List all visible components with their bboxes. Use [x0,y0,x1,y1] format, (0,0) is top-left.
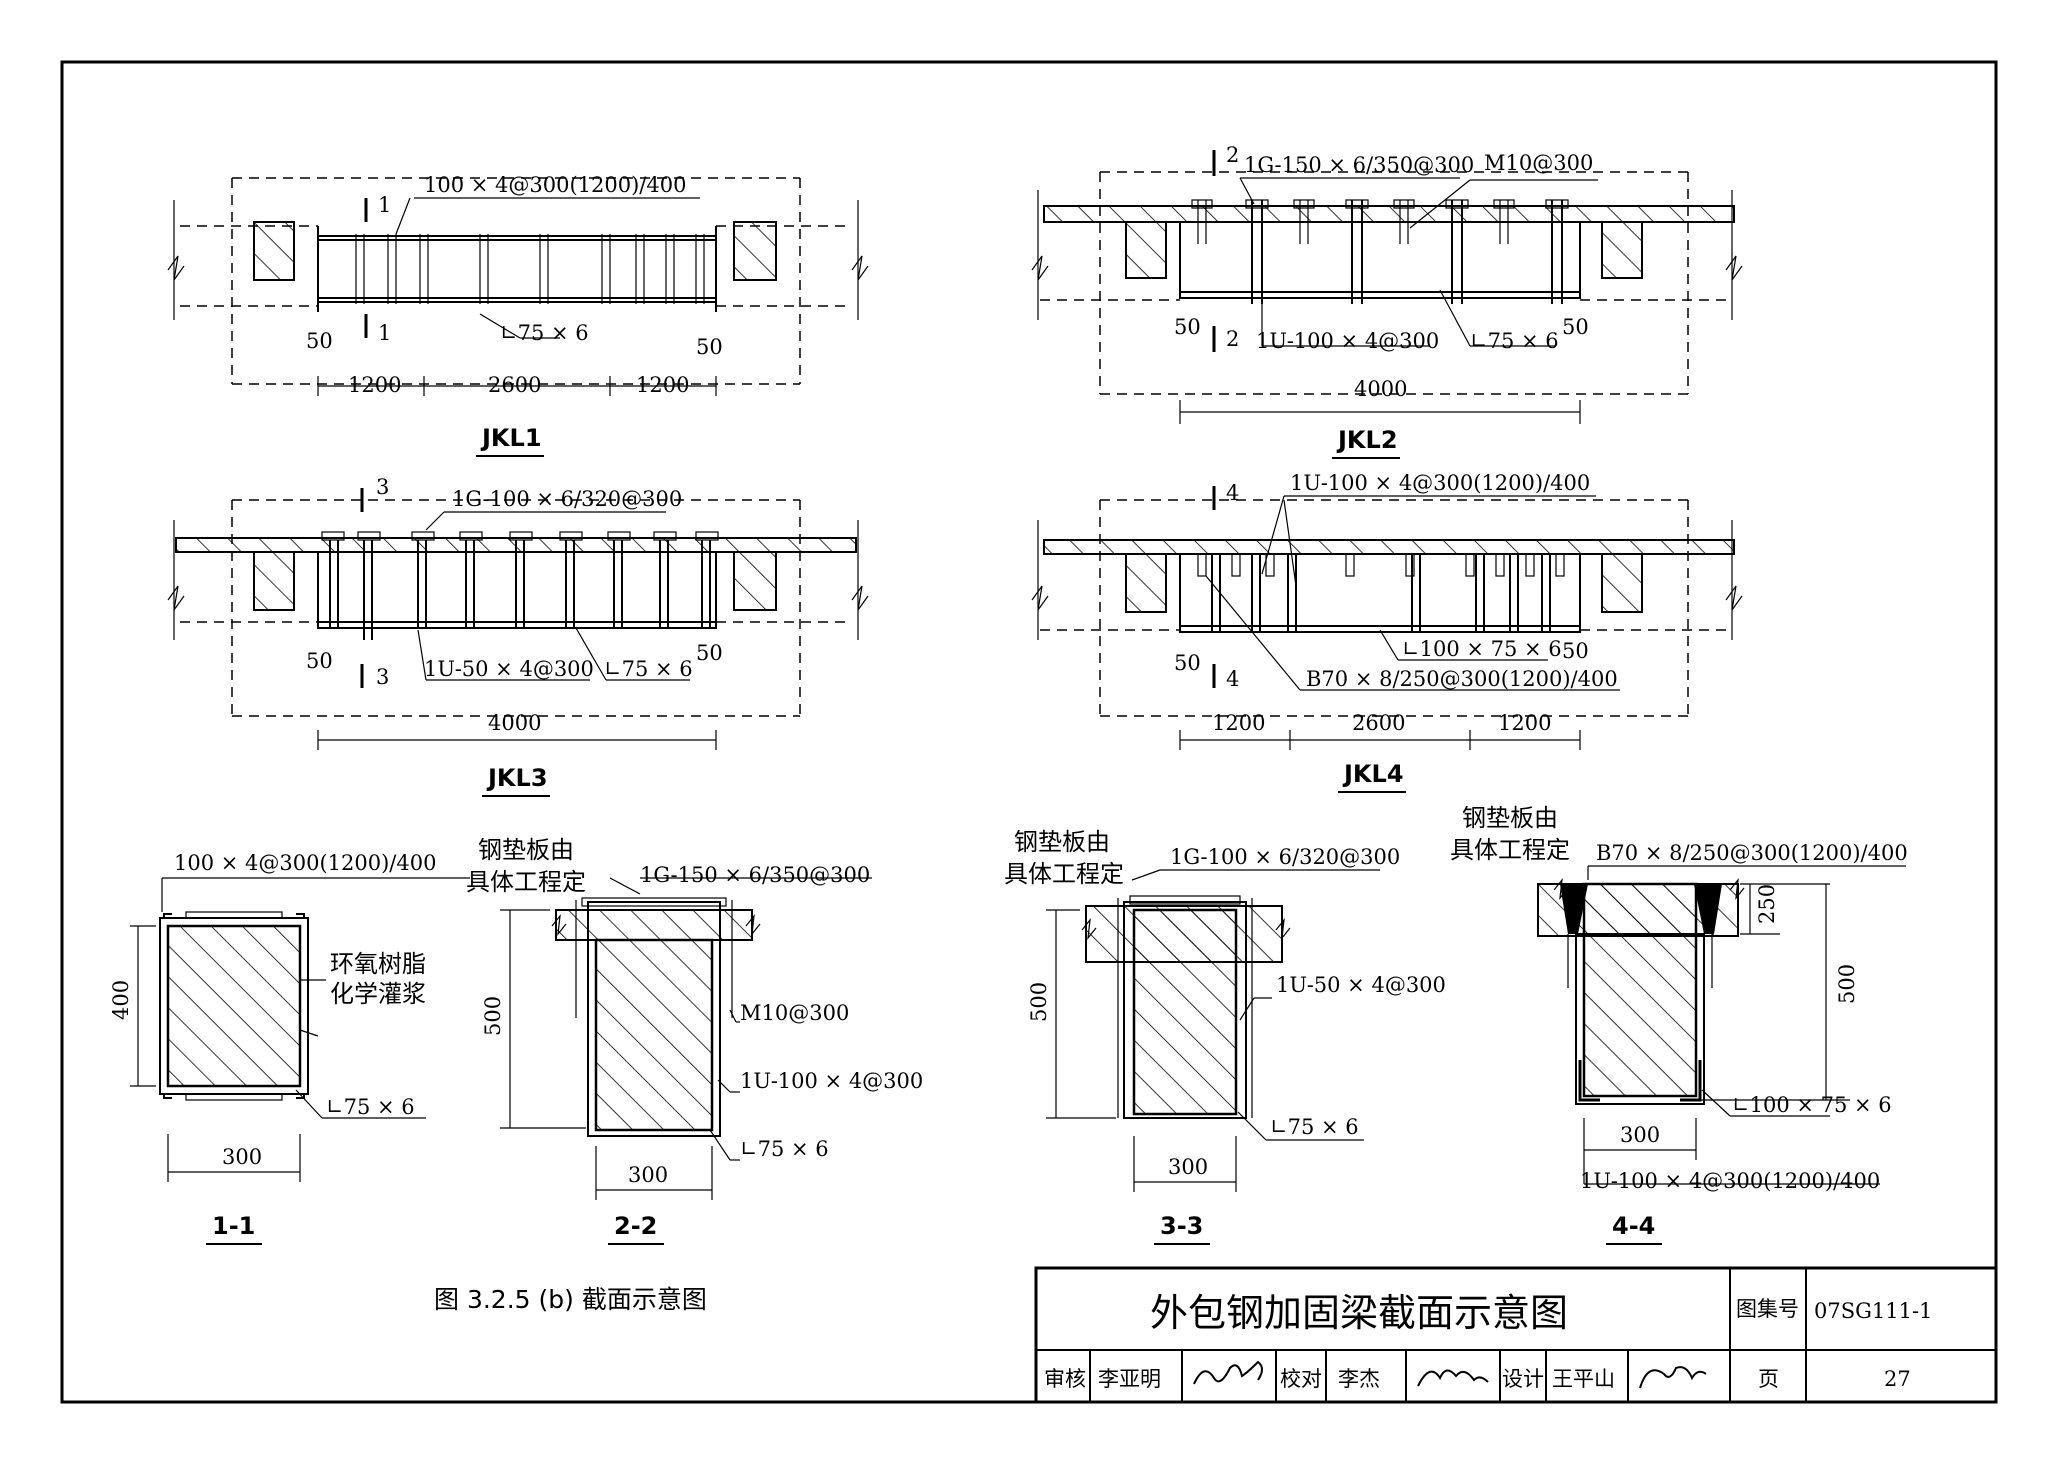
jkl3-edge-left: 50 [306,649,333,673]
jkl2-edge-left: 50 [1174,315,1201,339]
atlas-label: 图集号 [1736,1297,1799,1321]
jkl1-elevation [167,177,869,396]
sec33-pad-line1: 钢垫板由 [1014,828,1110,856]
jkl3-u-label: 1U-50 × 4@300 [424,657,594,681]
section-1-1 [130,877,470,1182]
sec22-width: 300 [628,1163,668,1187]
jkl3-angle-label: ∟75 × 6 [604,657,693,681]
jkl1-dim-1: 1200 [348,373,401,397]
jkl4-elevation [1031,486,1743,750]
sec22-title: 2-2 [614,1212,657,1240]
sec11-width: 300 [222,1145,262,1169]
jkl4-u-label: 1U-100 × 4@300(1200)/400 [1290,471,1590,495]
sec44-pad-line1: 钢垫板由 [1462,804,1558,832]
jkl2-u-label: 1U-100 × 4@300 [1256,329,1439,353]
sec33-width: 300 [1168,1155,1208,1179]
jkl3-edge-right: 50 [696,641,723,665]
sec22-pad-line1: 钢垫板由 [478,836,574,864]
page-number: 27 [1884,1367,1911,1391]
jkl3-title: JKL3 [486,764,548,792]
design-label: 设计 [1502,1367,1544,1391]
jkl1-title: JKL1 [480,424,542,452]
jkl1-angle-label: ∟75 × 6 [500,321,589,345]
sec22-hoop-label: 1G-150 × 6/350@300 [640,863,870,887]
jkl4-plate-label: B70 × 8/250@300(1200)/400 [1306,667,1618,691]
jkl4-title: JKL4 [1342,760,1404,788]
jkl4-section-mark-top: 4 [1226,481,1239,505]
jkl4-section-mark-bottom: 4 [1226,667,1239,691]
sec33-angle-label: ∟75 × 6 [1270,1115,1359,1139]
sec44-pad-line2: 具体工程定 [1450,836,1570,864]
jkl4-angle-label: ∟100 × 75 × 6 [1402,637,1562,661]
jkl1-dim-3: 1200 [636,373,689,397]
jkl4-dim-3: 1200 [1498,711,1551,735]
sec22-bolt-label: M10@300 [740,1001,849,1025]
sec11-epoxy-line2: 化学灌浆 [330,980,426,1008]
page-label: 页 [1758,1367,1779,1391]
sec33-u-label: 1U-50 × 4@300 [1276,973,1446,997]
jkl3-elevation [167,488,869,750]
checker-name: 李杰 [1338,1367,1380,1391]
jkl1-edge-left: 50 [306,329,333,353]
sec11-height: 400 [109,980,133,1020]
jkl4-dim-2: 2600 [1352,711,1405,735]
sec22-angle-label: ∟75 × 6 [740,1137,829,1161]
jkl1-hoop-label: 100 × 4@300(1200)/400 [424,173,686,197]
jkl2-title: JKL2 [1336,426,1398,454]
jkl2-hoop-label: 1G-150 × 6/350@300 [1244,153,1474,177]
section-3-3 [1046,869,1380,1192]
jkl2-span: 4000 [1354,377,1407,401]
jkl3-span: 4000 [488,711,541,735]
jkl4-edge-left: 50 [1174,651,1201,675]
sec11-hoop-label: 100 × 4@300(1200)/400 [174,851,436,875]
jkl1-section-mark-bottom: 1 [378,321,391,345]
sec33-title: 3-3 [1160,1212,1203,1240]
title-block [1034,1266,1998,1404]
jkl2-edge-right: 50 [1562,315,1589,339]
sec22-pad-line2: 具体工程定 [466,868,586,896]
section-4-4 [1537,865,1906,1185]
jkl4-edge-right: 50 [1562,639,1589,663]
sec44-width: 300 [1620,1123,1660,1147]
sec22-u-label: 1U-100 × 4@300 [740,1069,923,1093]
jkl2-bolt-label: M10@300 [1484,151,1593,175]
jkl1-section-mark-top: 1 [378,193,391,217]
jkl3-section-mark-top: 3 [376,475,389,499]
drawing-title: 外包钢加固梁截面示意图 [1150,1291,1568,1335]
jkl3-section-mark-bottom: 3 [376,665,389,689]
sec44-u-label: 1U-100 × 4@300(1200)/400 [1580,1169,1880,1193]
sec11-title: 1-1 [212,1212,255,1240]
jkl2-elevation [1031,150,1743,424]
atlas-number: 07SG111-1 [1814,1299,1932,1323]
check-label: 校对 [1280,1367,1322,1391]
sec44-height: 500 [1835,964,1859,1004]
jkl1-dim-2: 2600 [488,373,541,397]
sec11-epoxy-line1: 环氧树脂 [330,950,426,978]
sec44-title: 4-4 [1612,1212,1655,1240]
jkl2-section-mark-bottom: 2 [1226,327,1239,351]
jkl3-hoop-label: 1G-100 × 6/320@300 [452,487,682,511]
sec33-height: 500 [1027,982,1051,1022]
reviewer-name: 李亚明 [1098,1367,1161,1391]
jkl1-edge-right: 50 [696,335,723,359]
sec44-plate-height: 250 [1755,884,1779,924]
sec44-angle-label: ∟100 × 75 × 6 [1732,1093,1892,1117]
jkl2-angle-label: ∟75 × 6 [1470,329,1559,353]
figure-caption: 图 3.2.5 (b) 截面示意图 [434,1285,707,1314]
designer-name: 王平山 [1552,1367,1615,1391]
sec11-angle-label: ∟75 × 6 [326,1095,415,1119]
jkl4-dim-1: 1200 [1212,711,1265,735]
section-2-2 [500,877,872,1200]
sheet-border [60,60,1998,1404]
sec22-height: 500 [481,996,505,1036]
sec44-plate-label: B70 × 8/250@300(1200)/400 [1596,841,1908,865]
sec33-hoop-label: 1G-100 × 6/320@300 [1170,845,1400,869]
review-label: 审核 [1044,1367,1086,1391]
jkl2-section-mark-top: 2 [1226,143,1239,167]
sec33-pad-line2: 具体工程定 [1004,860,1124,888]
